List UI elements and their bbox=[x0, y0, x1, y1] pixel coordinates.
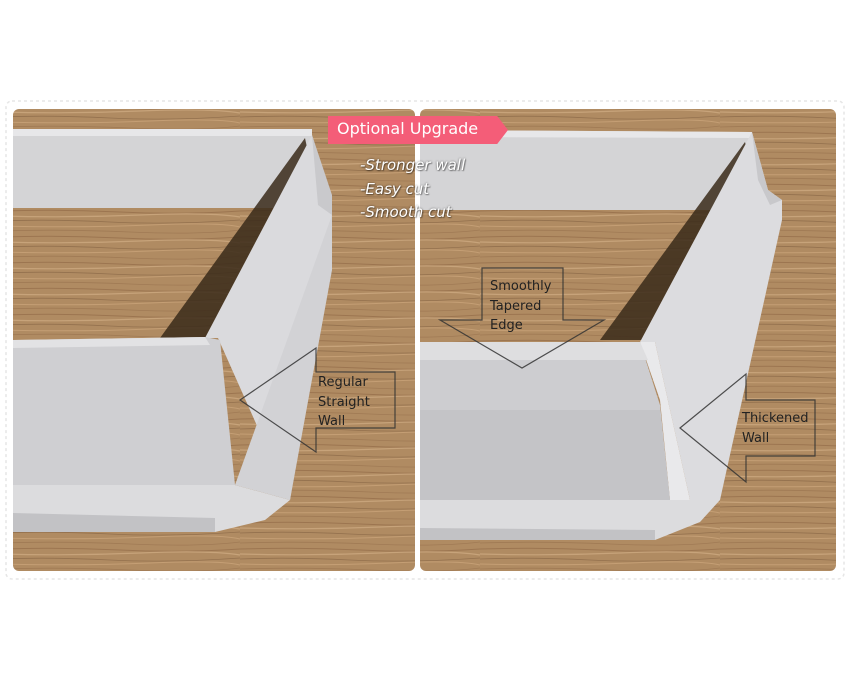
right-panel bbox=[420, 109, 836, 571]
optional-upgrade-banner: Optional Upgrade bbox=[328, 116, 508, 144]
tapered-edge-label: Smoothly Tapered Edge bbox=[490, 279, 552, 333]
thickened-wall-arrow bbox=[679, 372, 816, 484]
banner-background bbox=[328, 116, 508, 144]
banner-label: Optional Upgrade bbox=[337, 119, 479, 138]
regular-wall-label: Regular Straight Wall bbox=[318, 375, 370, 429]
feature-list: -Stronger wall -Easy cut -Smooth cut bbox=[360, 154, 465, 225]
regular-wall-arrow bbox=[238, 346, 396, 454]
feature-item: -Smooth cut bbox=[360, 203, 452, 221]
feature-item: -Easy cut bbox=[360, 179, 430, 198]
thickened-wall-label: Thickened Wall bbox=[742, 411, 809, 446]
feature-item: -Stronger wall bbox=[360, 156, 466, 174]
tapered-edge-arrow bbox=[437, 267, 607, 369]
left-panel bbox=[13, 109, 415, 571]
